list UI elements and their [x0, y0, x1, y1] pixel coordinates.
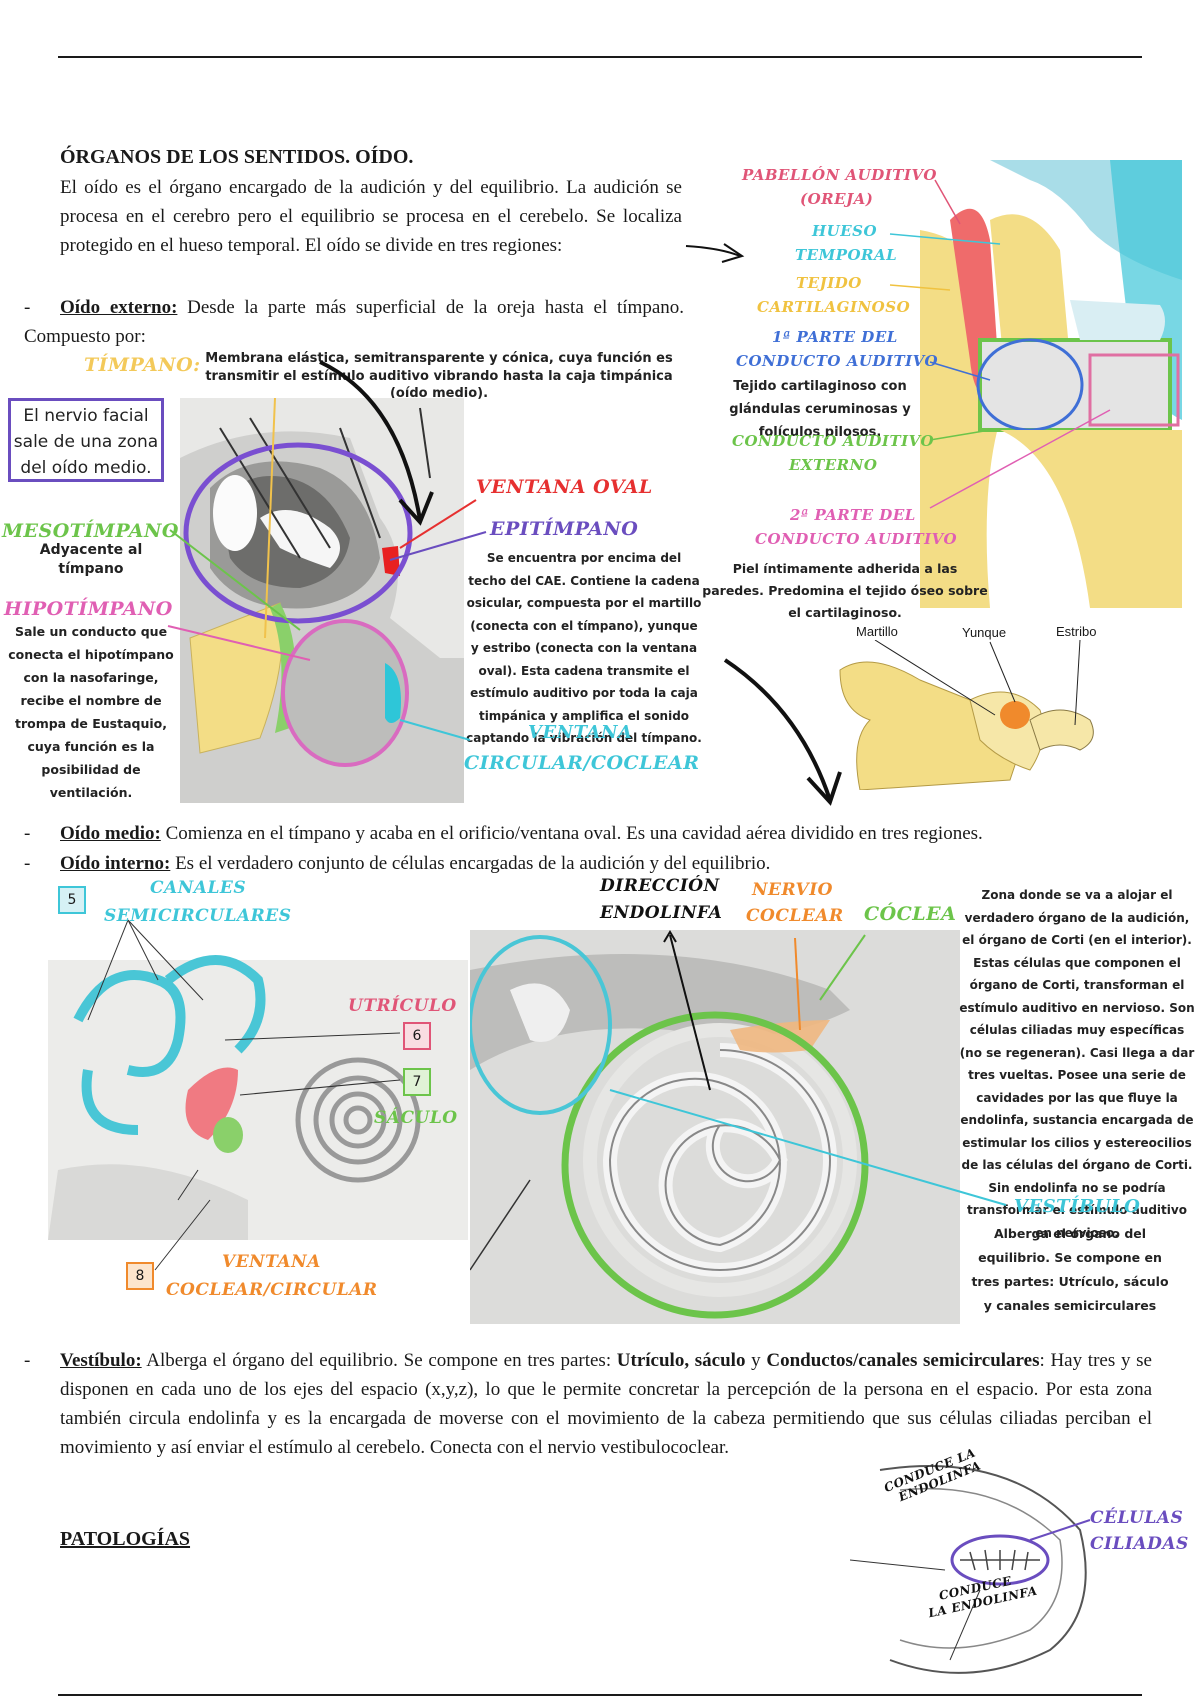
- tejido-label: TEJIDO: [796, 274, 862, 292]
- epitimpano-label: EPITÍMPANO: [490, 518, 639, 540]
- middle-ear-figure: [180, 398, 464, 803]
- cochlea-leaders: [609, 930, 1007, 1206]
- parte2-label-b: CONDUCTO AUDITIVO: [755, 530, 958, 548]
- hueso-label: HUESO: [812, 222, 878, 240]
- ventana-oval-label: VENTANA OVAL: [476, 476, 653, 498]
- direccion-label: DIRECCIÓN: [600, 876, 720, 896]
- outer-ear-figure: [920, 160, 1182, 608]
- cae-label-a: CONDUCTO AUDITIVO: [732, 432, 935, 450]
- cochlea-figure: [470, 930, 960, 1324]
- epitimpano-description: Se encuentra por encima del techo del CA…: [466, 551, 702, 745]
- page-heading: ÓRGANOS DE LOS SENTIDOS. OÍDO.: [60, 146, 414, 168]
- hipotimpano-label: HIPOTÍMPANO: [4, 598, 173, 620]
- patologias-heading: PATOLOGÍAS: [60, 1528, 191, 1550]
- endolinfa-label: ENDOLINFA: [600, 903, 723, 923]
- outer-ear-leaders: [889, 179, 1111, 509]
- utriculo-label: UTRÍCULO: [348, 996, 457, 1016]
- timpano-label: TÍMPANO:: [84, 354, 201, 376]
- ventana-circular-label-1: VENTANA: [528, 722, 633, 743]
- parte2-label-a: 2ª PARTE DEL: [790, 506, 916, 524]
- bottom-rule: [58, 1694, 1142, 1696]
- vestibulo-description: Alberga el órgano del equilibrio. Se com…: [971, 1226, 1169, 1313]
- coclear-label: COCLEAR: [746, 906, 844, 926]
- yunque-label: Yunque: [962, 625, 1007, 640]
- facial-nerve-box: El nervio facial sale de una zona del oí…: [8, 398, 164, 482]
- number-7-box: 7: [403, 1068, 431, 1096]
- oido-medio-text: Comienza en el tímpano y acaba en el ori…: [160, 823, 983, 844]
- bullet-vestibulo: -Vestíbulo: Alberga el órgano del equili…: [24, 1350, 1152, 1458]
- number-8-box: 8: [126, 1262, 154, 1290]
- oreja-label: (OREJA): [800, 190, 874, 208]
- canales-label-a: CANALES: [150, 878, 247, 898]
- celulas-label-a: CÉLULAS: [1090, 1508, 1184, 1528]
- parte1-label-a: 1ª PARTE DEL: [772, 328, 898, 346]
- oido-interno-term: Oído interno:: [60, 853, 171, 874]
- estribo-label: Estribo: [1056, 624, 1097, 639]
- facial-nerve-text: El nervio facial sale de una zona del oí…: [13, 406, 159, 478]
- number-5-box: 5: [58, 886, 86, 914]
- saculo-label: SÁCULO: [374, 1108, 458, 1128]
- number-6-box: 6: [403, 1022, 431, 1050]
- bullet-oido-interno: -Oído interno: Es el verdadero conjunto …: [24, 853, 771, 874]
- cae-label-b: EXTERNO: [789, 456, 878, 474]
- vestibulo-bold-1: Utrículo, sáculo: [616, 1350, 746, 1371]
- pabellon-label: PABELLÓN AUDITIVO: [742, 166, 937, 184]
- oido-externo-text: Desde la parte más superficial de la ore…: [24, 297, 684, 347]
- mesotimpano-description: Adyacente al tímpano: [39, 542, 143, 577]
- parte1-label-b: CONDUCTO AUDITIVO: [736, 352, 939, 370]
- ventana-coclear-label-b: COCLEAR/CIRCULAR: [166, 1280, 378, 1300]
- ventana-circular-label-2: CIRCULAR/COCLEAR: [464, 752, 700, 774]
- middle-ear-arrows: [167, 243, 842, 806]
- oido-interno-text: Es el verdadero conjunto de células enca…: [170, 853, 771, 874]
- vestibulo-bold-2: Conductos/canales semicirculares: [766, 1350, 1040, 1371]
- labyrinth-figure: [48, 900, 468, 1240]
- vestibulo-label: VESTÍBULO: [1014, 1196, 1141, 1217]
- temporal-label: TEMPORAL: [795, 246, 898, 264]
- labyrinth-leaders: [154, 1032, 401, 1271]
- timpano-description: Membrana elástica, semitransparente y có…: [205, 351, 673, 402]
- intro-paragraph: El oído es el órgano encargado de la aud…: [60, 177, 682, 256]
- oido-externo-term: Oído externo:: [60, 297, 178, 318]
- top-rule: [58, 56, 1142, 58]
- parte2-description: Piel íntimamente adherida a las paredes.…: [702, 561, 988, 620]
- coclea-label: CÓCLEA: [864, 903, 957, 925]
- mesotimpano-label: MESOTÍMPANO: [2, 520, 179, 542]
- parte1-description: Tejido cartilaginoso con glándulas cerum…: [729, 379, 911, 440]
- canales-label-b: SEMICIRCULARES: [104, 906, 292, 926]
- vestibulo-term: Vestíbulo:: [60, 1350, 142, 1371]
- hipotimpano-description: Sale un conducto que conecta el hipotímp…: [8, 624, 174, 800]
- bullet-oido-medio: -Oído medio: Comienza en el tímpano y ac…: [24, 823, 983, 844]
- vestibulo-text-1: Alberga el órgano del equilibrio. Se com…: [141, 1350, 617, 1371]
- oido-medio-term: Oído medio:: [60, 823, 161, 844]
- ossicles-figure: [839, 640, 1094, 790]
- martillo-label: Martillo: [856, 624, 898, 639]
- celulas-label-b: CILIADAS: [1090, 1534, 1189, 1554]
- bullet-oido-externo: -Oído externo: Desde la parte más superf…: [24, 297, 684, 347]
- ampulla-figure: [850, 1465, 1091, 1674]
- ventana-coclear-label-a: VENTANA: [222, 1252, 321, 1272]
- coclea-description: Zona donde se va a alojar el verdadero ó…: [959, 888, 1195, 1240]
- cartilaginoso-label: CARTILAGINOSO: [757, 298, 911, 316]
- vestibulo-text-2: : Hay tres y se disponen en cada uno de …: [60, 1350, 1152, 1458]
- vestibulo-and: y: [745, 1350, 767, 1371]
- nervio-label: NERVIO: [752, 880, 833, 900]
